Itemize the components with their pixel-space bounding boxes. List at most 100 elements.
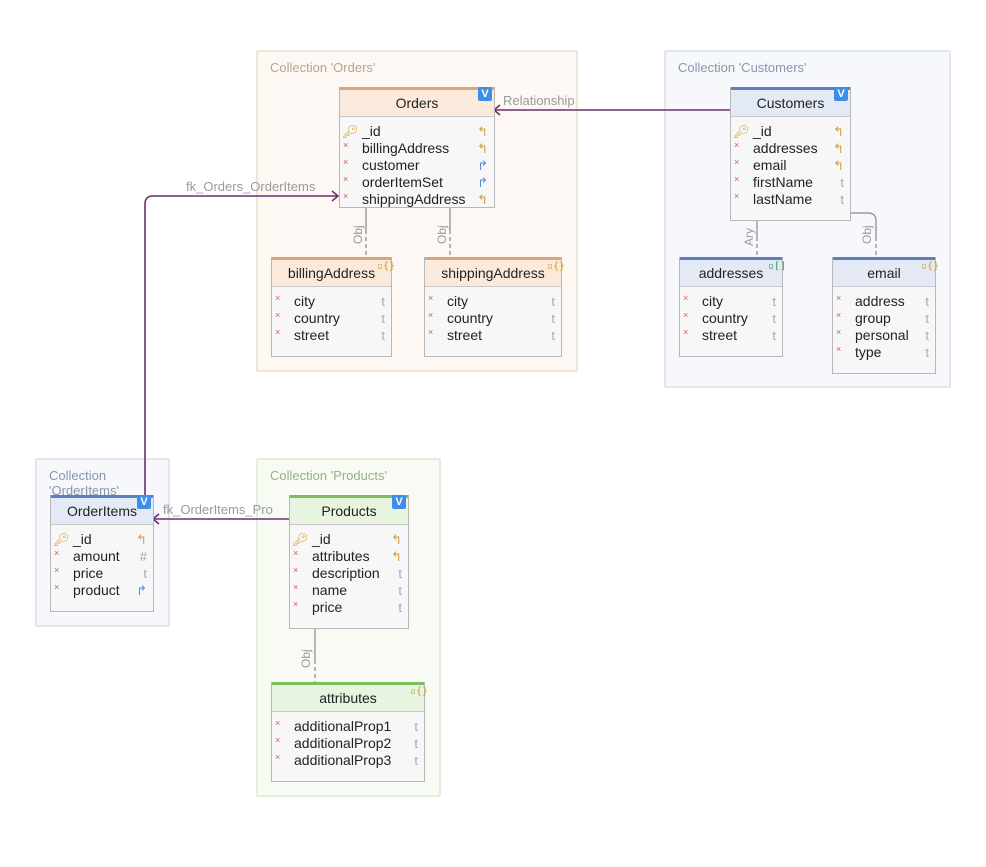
entity-orderitems-header[interactable]: OrderItems V (51, 495, 153, 525)
field-row[interactable]: × country t (680, 310, 782, 327)
text-type-icon: t (772, 328, 776, 343)
field-row[interactable]: × country t (272, 310, 391, 327)
required-marker: × (275, 310, 281, 320)
required-marker: × (275, 293, 281, 303)
field-row[interactable]: ×attributes↰ (290, 548, 408, 565)
relationship-orders-customers-label: Relationship (503, 93, 575, 108)
field-row[interactable]: 🔑︎_id↰ (51, 531, 153, 548)
field-row[interactable]: ×amount# (51, 548, 153, 565)
collection-products-title: Collection 'Products' (270, 468, 387, 483)
collection-customers-title: Collection 'Customers' (678, 60, 807, 75)
field-name: city (702, 293, 723, 309)
entity-customers-header[interactable]: Customers V (731, 87, 850, 117)
field-name: _id (362, 123, 381, 139)
field-name: firstName (753, 174, 813, 190)
field-row[interactable]: ×email↰ (731, 157, 850, 174)
field-row[interactable]: 🔑︎_id↰ (340, 123, 494, 140)
entity-orders[interactable]: Orders V 🔑︎_id↰ ×billingAddress↰ ×custom… (339, 87, 495, 208)
entity-products-header[interactable]: Products V (290, 495, 408, 525)
field-name: email (753, 157, 787, 173)
entity-orders-header[interactable]: Orders V (340, 87, 494, 117)
field-row[interactable]: ×shippingAddress↰ (340, 191, 494, 208)
field-name: city (447, 293, 468, 309)
field-name: type (855, 344, 882, 360)
required-marker: × (293, 582, 299, 592)
field-name: price (312, 599, 343, 615)
view-icon: V (137, 495, 151, 509)
field-name: country (702, 310, 748, 326)
text-type-icon: t (381, 311, 385, 326)
reference-icon: ↰ (477, 192, 488, 207)
required-marker: × (683, 310, 689, 320)
field-row[interactable]: ×product↱ (51, 582, 153, 599)
field-name: country (294, 310, 340, 326)
entity-addresses-header[interactable]: addresses ▫[] (680, 257, 786, 287)
field-row[interactable]: 🔑︎_id↰ (290, 531, 408, 548)
entity-shippingaddress-title: shippingAddress (441, 265, 545, 281)
field-name: additionalProp1 (294, 718, 392, 734)
field-row[interactable]: 🔑︎_id↰ (731, 123, 850, 140)
entity-shippingaddress-header[interactable]: shippingAddress ▫{} (425, 257, 565, 287)
entity-products[interactable]: Products V 🔑︎_id↰ ×attributes↰ ×descript… (289, 495, 409, 629)
view-icon: V (478, 87, 492, 101)
field-name: customer (362, 157, 420, 173)
field-name: additionalProp3 (294, 752, 392, 768)
required-marker: × (734, 174, 740, 184)
embed-shipping-label: Obj (435, 225, 449, 244)
entity-email-header[interactable]: email ▫{} (833, 257, 939, 287)
field-row[interactable]: ×orderItemSet↱ (340, 174, 494, 191)
view-icon: V (834, 87, 848, 101)
embed-email-solid (845, 212, 877, 237)
text-type-icon: t (551, 328, 555, 343)
text-type-icon: t (398, 566, 402, 581)
field-row[interactable]: ×addresses↰ (731, 140, 850, 157)
text-type-icon: t (381, 328, 385, 343)
text-type-icon: t (414, 736, 418, 751)
entity-billingaddress-header[interactable]: billingAddress ▫{} (272, 257, 395, 287)
field-name: addresses (753, 140, 818, 156)
required-marker: × (293, 565, 299, 575)
field-name: lastName (753, 191, 813, 207)
entity-orders-title: Orders (395, 95, 439, 111)
field-row[interactable]: ×billingAddress↰ (340, 140, 494, 157)
entity-customers[interactable]: Customers V 🔑︎_id↰ ×addresses↰ ×email↰ ×… (730, 87, 851, 221)
field-name: attributes (312, 548, 370, 564)
field-name: name (312, 582, 348, 598)
text-type-icon: t (143, 566, 147, 581)
embed-addresses-label: Ary (742, 228, 756, 246)
relationship-orders-orderitems-line[interactable] (144, 195, 338, 502)
field-name: _id (73, 531, 92, 547)
text-type-icon: t (772, 311, 776, 326)
text-type-icon: t (551, 294, 555, 309)
field-row[interactable]: ×customer↱ (340, 157, 494, 174)
entity-attributes-header[interactable]: attributes ▫{} (272, 682, 428, 712)
required-marker: × (275, 735, 281, 745)
field-name: shippingAddress (362, 191, 466, 207)
